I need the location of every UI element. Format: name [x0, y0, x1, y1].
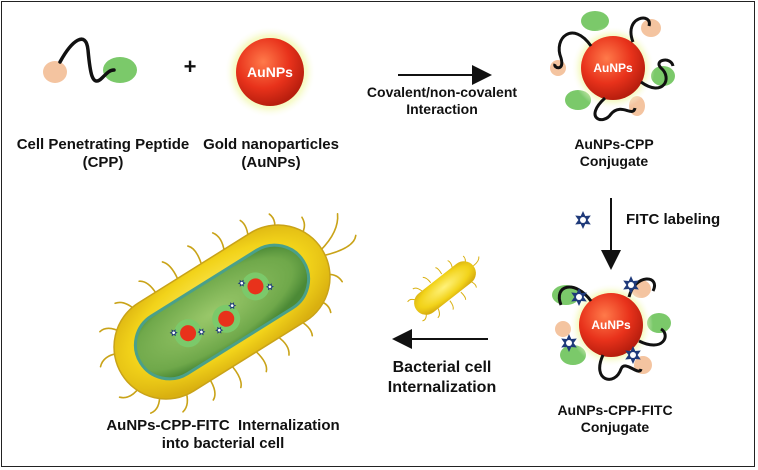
- aunps-cpp-fitc-conjugate-icon: [552, 276, 671, 381]
- fitc-labeling-label: FITC labeling: [626, 211, 721, 228]
- conjugate1-label: AuNPs-CPP Conjugate: [554, 136, 674, 170]
- conjugate2-np-label: AuNPs: [591, 318, 631, 332]
- fitc-star-icon: [575, 211, 591, 229]
- aunps-label: Gold nanoparticles (AuNPs): [196, 136, 346, 173]
- bacterium-icon: [99, 213, 357, 414]
- interaction-label-line1: Covalent/non-covalent: [366, 84, 518, 100]
- result-label-line2: into bacterial cell: [161, 435, 285, 453]
- internalization-label-line2: Internalization: [387, 378, 497, 396]
- conjugate1-np-label: AuNPs: [593, 61, 633, 75]
- internalization-label-line1: Bacterial cell: [392, 359, 492, 376]
- small-bacterium-icon: [407, 255, 480, 322]
- plus-sign: +: [183, 54, 197, 79]
- internalization-label: Bacterial cell Internalization: [376, 358, 508, 397]
- peptide-chain-icon: [43, 37, 137, 83]
- result-label: AuNPs-CPP-FITC Internalization into bact…: [92, 417, 354, 454]
- conjugate1-label-line1: AuNPs-CPP: [574, 136, 654, 152]
- aunps-label-line1: Gold nanoparticles: [203, 136, 339, 153]
- interaction-label: Covalent/non-covalent Interaction: [354, 84, 530, 118]
- conjugate2-label-line1: AuNPs-CPP-FITC: [557, 402, 673, 418]
- nanoparticle-label: AuNPs: [247, 64, 293, 80]
- gold-nanoparticle-icon: [224, 26, 316, 118]
- aunps-cpp-conjugate-icon: [550, 11, 675, 122]
- aunps-label-line2: (AuNPs): [241, 154, 301, 172]
- conjugate2-label-line2: Conjugate: [580, 419, 650, 436]
- cpp-label-line2: (CPP): [82, 154, 124, 172]
- cpp-label: Cell Penetrating Peptide (CPP): [8, 136, 198, 173]
- conjugate2-label: AuNPs-CPP-FITC Conjugate: [540, 402, 690, 436]
- conjugate1-label-line2: Conjugate: [579, 153, 649, 170]
- interaction-label-line2: Interaction: [406, 101, 478, 118]
- result-label-line1: AuNPs-CPP-FITC Internalization: [106, 417, 340, 434]
- cpp-label-line1: Cell Penetrating Peptide: [16, 136, 190, 153]
